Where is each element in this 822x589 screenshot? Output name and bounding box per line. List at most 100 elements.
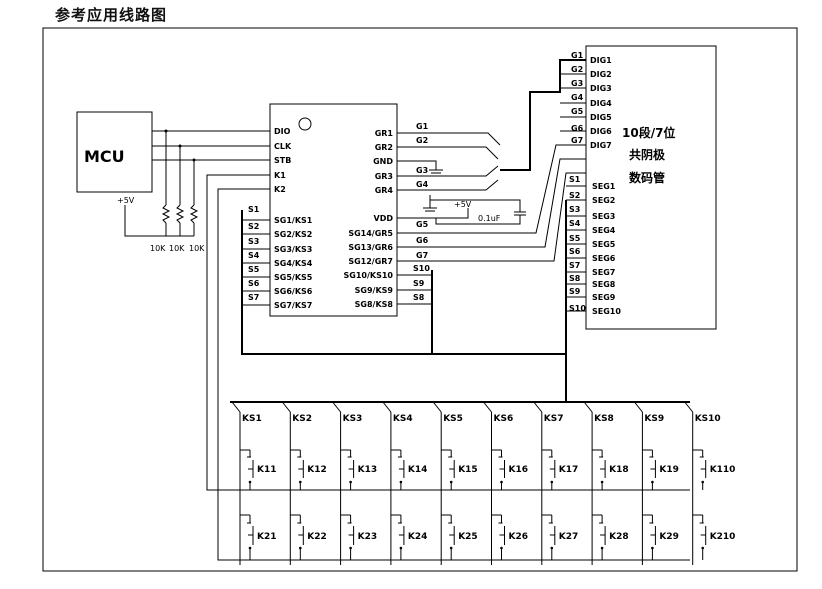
display-digit-pin: DIG1: [590, 56, 612, 65]
key-switch-label: K21: [257, 532, 277, 542]
net-label-s: S3: [248, 237, 259, 246]
grid-bus: [397, 59, 586, 262]
net-label-g: G2: [571, 65, 583, 74]
display-digit-pin: DIG6: [590, 127, 612, 136]
display-type: 共阴极: [629, 147, 666, 162]
ic-right-pin: GR4: [375, 186, 394, 195]
key-switch-label: K11: [257, 465, 277, 475]
key-column-label: KS8: [594, 414, 614, 424]
ic-left-pins: DIO CLK STB K1K2SG1/KS1SG2/KS2SG3/KS3SG4/KS…: [255, 127, 313, 310]
key-switch-label: K18: [609, 465, 629, 475]
ic-left-pin: SG2/KS2: [274, 230, 312, 239]
net-label-s: S1: [248, 205, 260, 214]
resistor-2-label: 10K: [169, 244, 185, 253]
key-switch-label: K26: [509, 532, 529, 542]
display-box: [585, 45, 717, 330]
key-column-label: KS3: [343, 414, 363, 424]
ic-right-pin: SG12/GR7: [348, 257, 393, 266]
key-switch-label: K15: [458, 465, 478, 475]
key-column-label: KS5: [443, 414, 463, 424]
diagram-frame: [42, 27, 798, 572]
key-switch-label: K12: [307, 465, 327, 475]
display-name: 数码管: [629, 170, 665, 185]
key-matrix: KS1K11K21KS2K12K22KS3K13K23KS4K14K24KS5K…: [231, 401, 736, 565]
page-title: 参考应用线路图: [55, 6, 168, 24]
ic-left-pin: DIO: [274, 127, 291, 136]
net-label-s: S2: [248, 222, 259, 231]
net-label-s: S7: [569, 261, 580, 270]
display-segment-pin: SEG4: [592, 226, 616, 235]
key-column-label: KS6: [494, 414, 514, 424]
key-switch-label: K17: [559, 465, 579, 475]
key-switch-label: K22: [307, 532, 327, 542]
segment-bus: [241, 200, 567, 402]
ic-left-pin: STB: [274, 156, 291, 165]
key-column-label: KS4: [393, 414, 413, 424]
net-label-s: S4: [248, 251, 260, 260]
net-label-g: G4: [571, 93, 584, 102]
key-column-label: KS7: [544, 414, 564, 424]
key-column-label: KS10: [695, 414, 721, 424]
display-segment-pin: SEG1: [592, 182, 616, 191]
ic-right-pin: GR2: [375, 143, 393, 152]
net-label-s: S10: [413, 264, 430, 273]
net-label-g: G1: [571, 51, 584, 60]
display-segment-pin: SEG5: [592, 240, 616, 249]
display-segment-pin: SEG9: [592, 293, 616, 302]
key-column-label: KS1: [242, 414, 262, 424]
net-label-g: G7: [571, 136, 583, 145]
ic-left-pin: SG1/KS1: [274, 216, 313, 225]
key-switch-label: K25: [458, 532, 478, 542]
net-label-s: S5: [248, 265, 260, 274]
resistor-1-label: 10K: [150, 244, 166, 253]
ic-left-pin: SG5/KS5: [274, 273, 313, 282]
display-title: 10段/7位: [622, 125, 675, 140]
net-label-s: S10: [569, 304, 586, 313]
ic-right-pin: GND: [373, 157, 393, 166]
ic-left-pin: SG4/KS4: [274, 259, 313, 268]
net-label-g: G2: [416, 136, 428, 145]
display-segment-pin: SEG7: [592, 268, 615, 277]
mcu-bus: [124, 129, 690, 561]
ic-right-pin: SG8/KS8: [355, 300, 394, 309]
net-label-s: S4: [569, 219, 581, 228]
key-switch-label: K23: [358, 532, 378, 542]
net-label-s: S3: [569, 205, 580, 214]
display-segment-pin: SEG6: [592, 254, 616, 263]
key-switch-label: K29: [659, 532, 679, 542]
ic-left-pin: SG3/KS3: [274, 245, 312, 254]
key-switch-label: K110: [710, 465, 736, 475]
display-digit-pin: DIG4: [590, 99, 612, 108]
mcu-vcc-label: +5V: [117, 196, 135, 205]
ic-right-pin: GR3: [375, 172, 393, 181]
ic-right-pin: SG14/GR5: [348, 229, 393, 238]
display-segment-pin: SEG2: [592, 196, 615, 205]
ic-left-pin: SG7/KS7: [274, 301, 312, 310]
net-label-g: G4: [416, 180, 429, 189]
key-switch-label: K28: [609, 532, 629, 542]
ic-pin1-marker: [298, 117, 312, 131]
net-label-s: S8: [413, 293, 425, 302]
ic-left-pin: K2: [274, 185, 286, 194]
cap-label: 0.1uF: [478, 214, 501, 223]
display-digit-pin: DIG7: [590, 141, 612, 150]
ic-left-pin: SG6/KS6: [274, 287, 313, 296]
ic-left-pin: K1: [274, 171, 286, 180]
ic-right-pin: GR1: [375, 129, 394, 138]
net-label-s: S5: [569, 234, 581, 243]
net-label-g: G7: [416, 251, 428, 260]
mcu-label: MCU: [84, 147, 125, 166]
resistor-3-label: 10K: [189, 244, 205, 253]
key-column-label: KS9: [644, 414, 664, 424]
ic-right-pin: SG13/GR6: [348, 243, 393, 252]
display-segment-pin: SEG8: [592, 280, 616, 289]
net-label-s: S6: [248, 279, 260, 288]
key-switch-label: K210: [710, 532, 736, 542]
ic-left-pin: CLK: [274, 142, 292, 151]
ic-right-pin: VDD: [374, 214, 394, 223]
display-digit-pin: DIG2: [590, 70, 612, 79]
key-column-label: KS2: [292, 414, 312, 424]
net-label-g: G3: [571, 79, 583, 88]
